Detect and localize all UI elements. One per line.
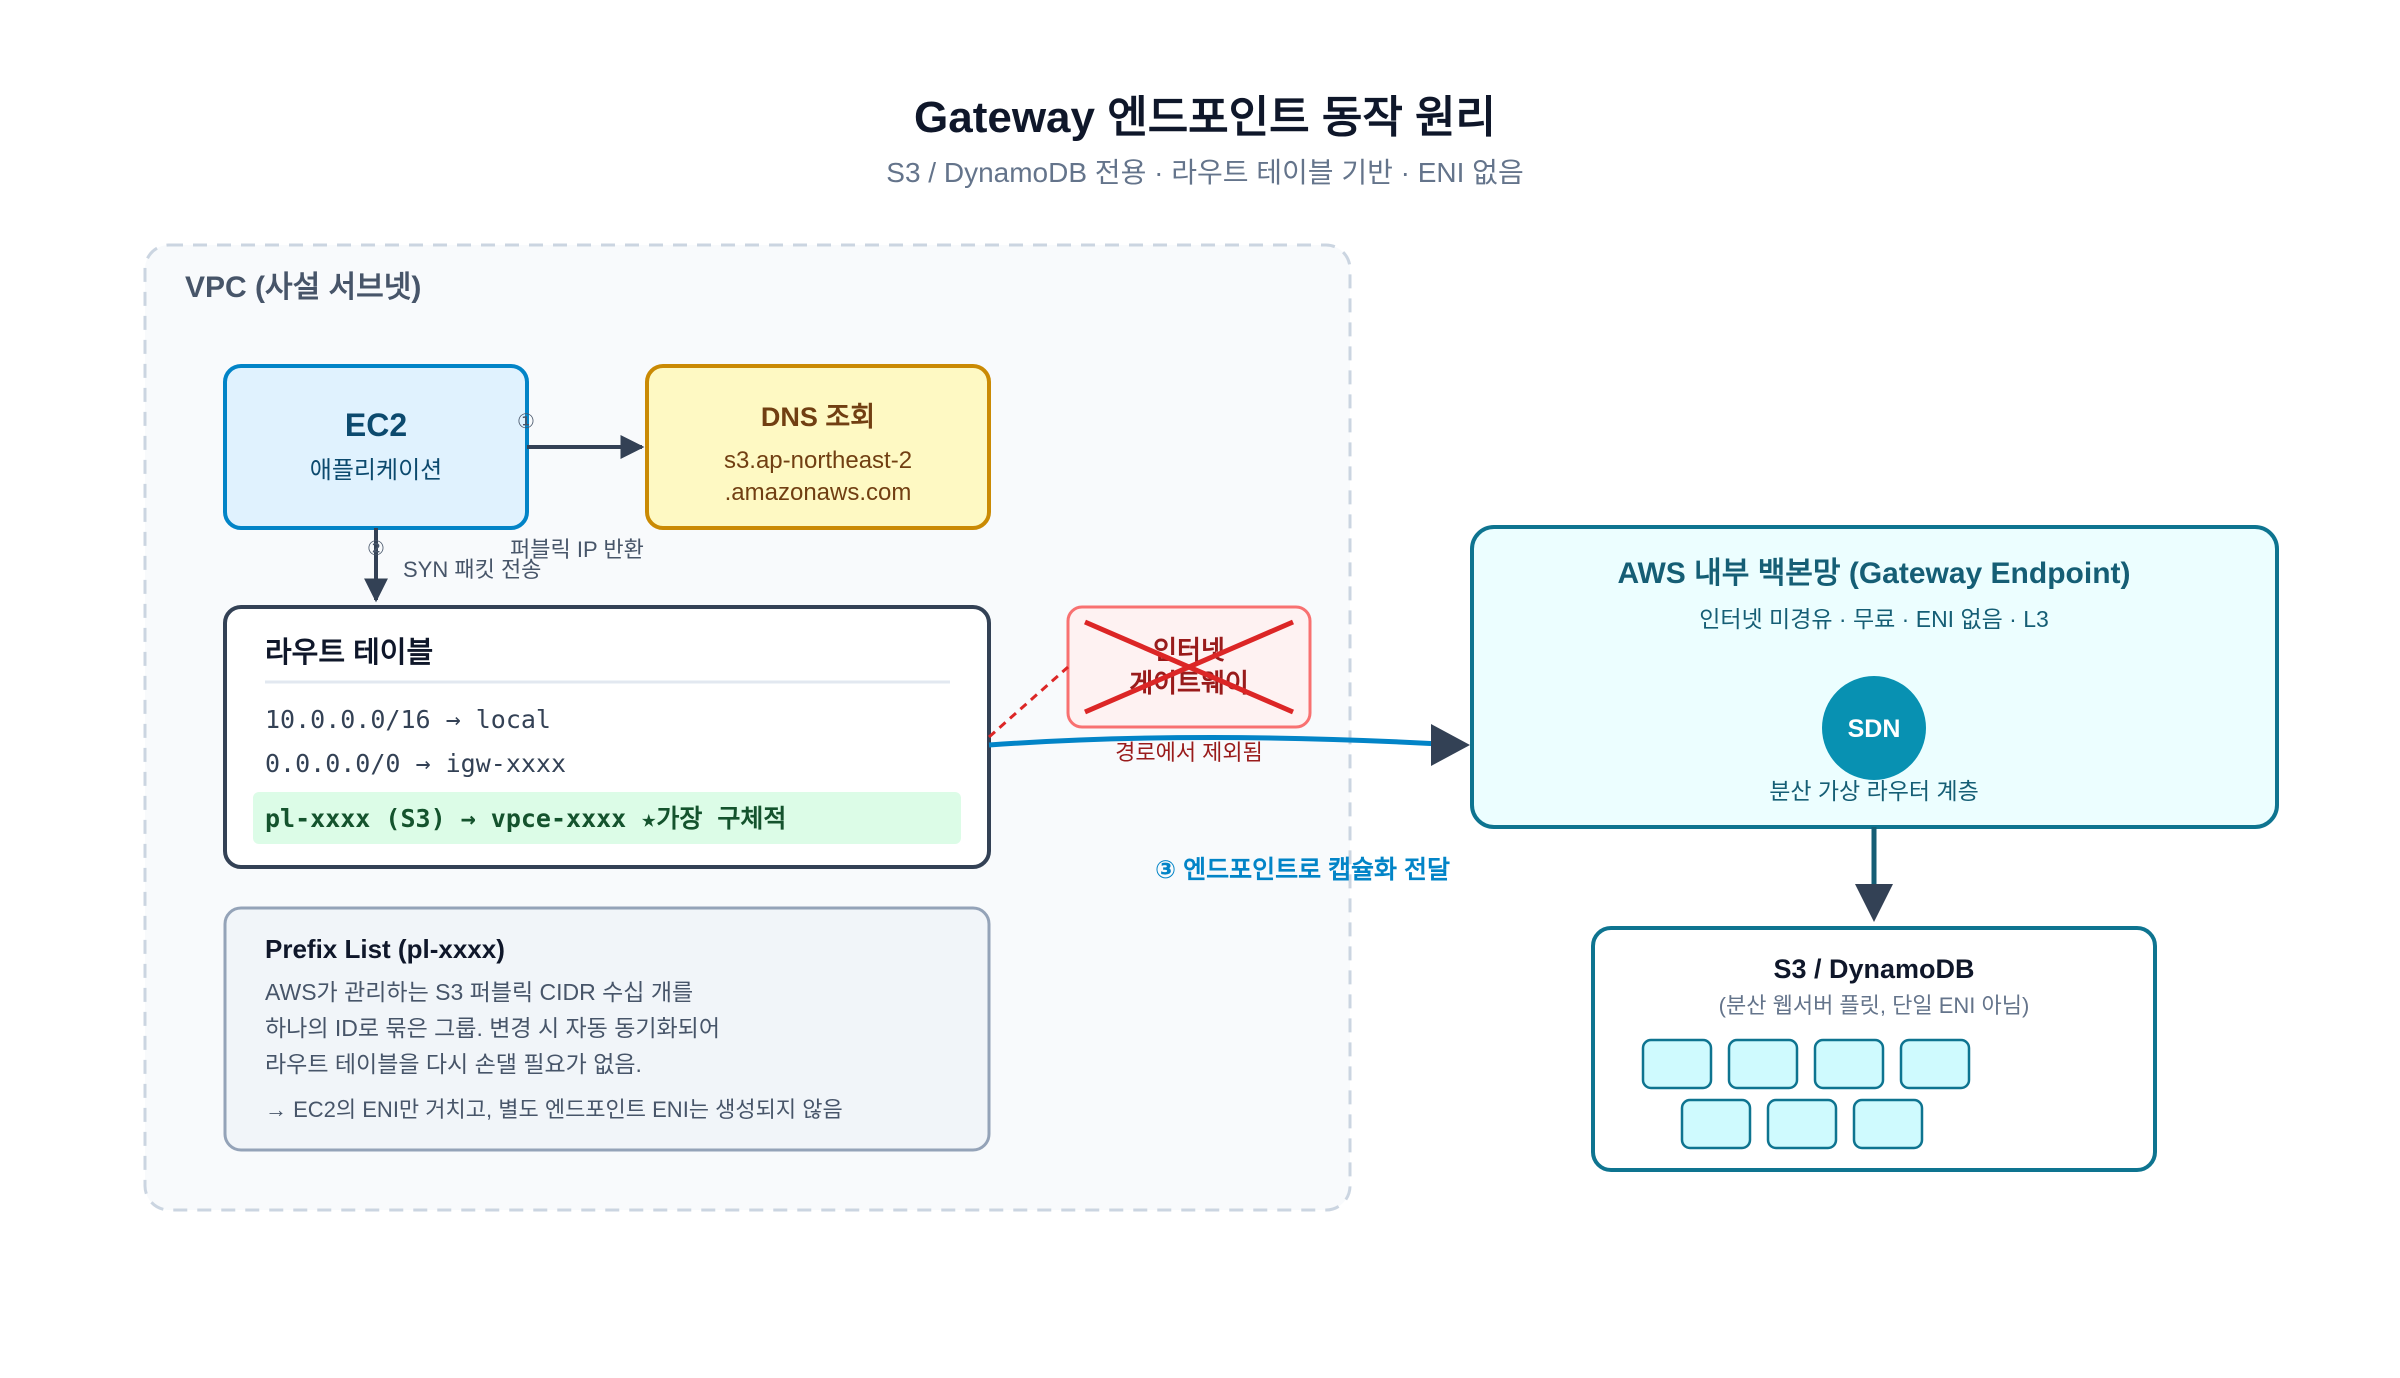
step-1-label: ① <box>517 411 535 433</box>
dns-line-2: .amazonaws.com <box>725 479 912 506</box>
s3-dynamodb-node: S3 / DynamoDB (분산 웹서버 플릿, 단일 ENI 아님) <box>1591 926 2157 1172</box>
route-entry-highlight-bg <box>253 792 961 844</box>
step-3-label: ③ 엔드포인트로 캡슐화 전달 <box>1155 856 1450 884</box>
aws-backbone-node: AWS 내부 백본망 (Gateway Endpoint) 인터넷 미경유 · … <box>1470 525 2279 829</box>
server-cell <box>1641 1038 1713 1090</box>
server-cell <box>1766 1098 1838 1150</box>
route-table-title: 라우트 테이블 <box>265 636 433 669</box>
vpc-label: VPC (사설 서브넷) <box>185 271 421 304</box>
sdn-label: SDN <box>1848 715 1901 743</box>
prefix-list-line-1: AWS가 관리하는 S3 퍼블릭 CIDR 수십 개를 <box>265 979 693 1005</box>
route-table: 라우트 테이블 10.0.0.0/16 → local 0.0.0.0/0 → … <box>223 605 991 869</box>
server-cell <box>1852 1098 1924 1150</box>
internet-gateway-node: 인터넷 게이트웨이 경로에서 제외됨 <box>1066 605 1312 765</box>
public-ip-label: 퍼블릭 IP 반환 <box>510 537 644 562</box>
route-entry-igw: 0.0.0.0/0 → igw-xxxx <box>265 749 566 778</box>
server-cell <box>1727 1038 1799 1090</box>
ec2-title: EC2 <box>345 407 407 443</box>
prefix-list-line-3: 라우트 테이블을 다시 손댈 필요가 없음. <box>265 1051 642 1077</box>
sdn-circle <box>1822 676 1926 780</box>
arrow-head-backbone <box>1431 724 1470 766</box>
dns-title: DNS 조회 <box>761 402 875 432</box>
dns-lookup-node: DNS 조회 s3.ap-northeast-2 .amazonaws.com <box>645 364 991 530</box>
s3-subtitle: (분산 웹서버 플릿, 단일 ENI 아님) <box>1719 993 2030 1018</box>
page-subtitle: S3 / DynamoDB 전용 · 라우트 테이블 기반 · ENI 없음 <box>886 157 1523 188</box>
server-fleet <box>1641 1038 1971 1150</box>
route-entry-local: 10.0.0.0/16 → local <box>265 705 551 734</box>
prefix-list-line-2: 하나의 ID로 묶은 그룹. 변경 시 자동 동기화되어 <box>265 1015 720 1041</box>
igw-cross-b <box>1084 619 1294 715</box>
page-title: Gateway 엔드포인트 동작 원리 <box>914 93 1496 142</box>
server-cell <box>1680 1098 1752 1150</box>
prefix-list-note: → EC2의 ENI만 거치고, 별도 엔드포인트 ENI는 생성되지 않음 <box>265 1097 843 1122</box>
syn-packet-label: SYN 패킷 전송 <box>403 557 541 582</box>
dashed-link-to-igw <box>988 665 1069 739</box>
aws-backbone-title: AWS 내부 백본망 (Gateway Endpoint) <box>1617 557 2130 590</box>
prefix-list-title: Prefix List (pl-xxxx) <box>265 934 505 964</box>
server-cell <box>1899 1038 1971 1090</box>
step-2-label: ② <box>367 538 385 560</box>
igw-line-1: 인터넷 <box>1153 635 1225 665</box>
aws-backbone-subtitle: 인터넷 미경유 · 무료 · ENI 없음 · L3 <box>1699 606 2049 632</box>
ec2-subtitle: 애플리케이션 <box>310 457 442 484</box>
igw-excluded-caption: 경로에서 제외됨 <box>1115 740 1263 765</box>
route-entry-vpce: pl-xxxx (S3) → vpce-xxxx ★가장 구체적 <box>265 804 786 833</box>
sdn-caption: 분산 가상 라우터 계층 <box>1769 778 1979 804</box>
prefix-list-card: Prefix List (pl-xxxx) AWS가 관리하는 S3 퍼블릭 C… <box>223 906 991 1152</box>
ec2-node: EC2 애플리케이션 <box>223 364 529 530</box>
arrow-head-s3 <box>1855 884 1893 922</box>
arrow-route-table-to-backbone <box>988 735 1459 748</box>
dns-line-1: s3.ap-northeast-2 <box>724 447 912 474</box>
server-cell <box>1813 1038 1885 1090</box>
s3-title: S3 / DynamoDB <box>1773 954 1974 984</box>
